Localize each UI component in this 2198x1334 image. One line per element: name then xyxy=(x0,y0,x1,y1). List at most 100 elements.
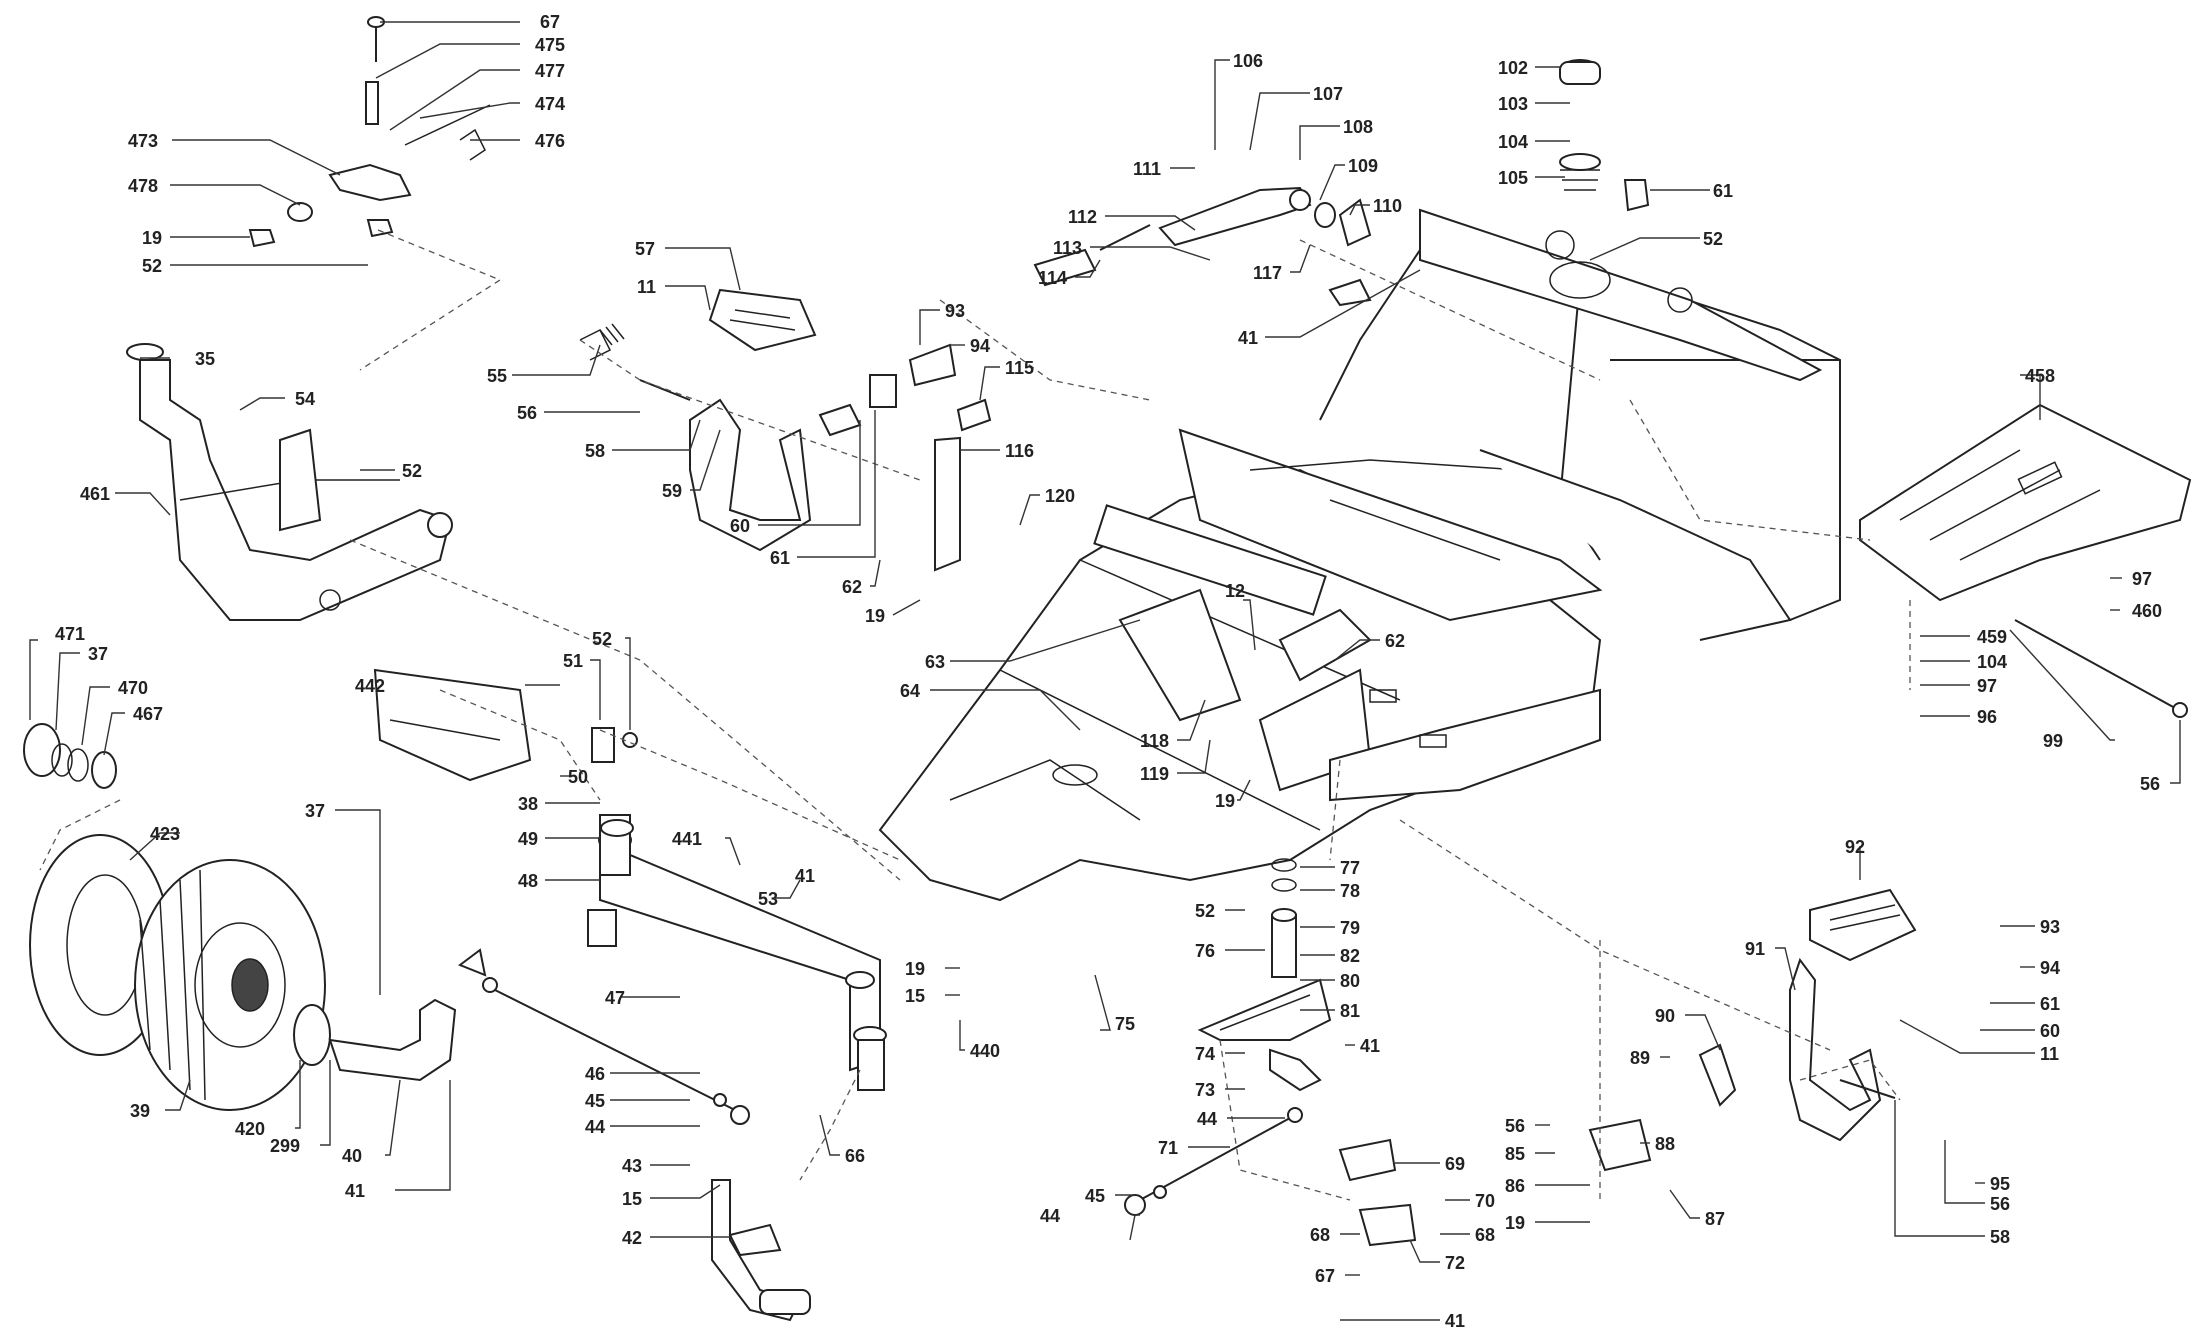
callout-52: 52 xyxy=(142,256,162,276)
callout-77: 77 xyxy=(1340,858,1360,878)
callout-458: 458 xyxy=(2025,366,2055,386)
callout-61: 61 xyxy=(1713,181,1733,201)
callout-50: 50 xyxy=(568,767,588,787)
callout-474: 474 xyxy=(535,94,565,114)
callout-109: 109 xyxy=(1348,156,1378,176)
callout-90: 90 xyxy=(1655,1006,1675,1026)
callout-56: 56 xyxy=(1990,1194,2010,1214)
callout-442: 442 xyxy=(355,676,385,696)
callout-41: 41 xyxy=(795,866,815,886)
callout-62: 62 xyxy=(842,577,862,597)
dashed-connectors xyxy=(39,229,1911,1201)
callout-461: 461 xyxy=(80,484,110,504)
callout-460: 460 xyxy=(2132,601,2162,621)
part-drawings xyxy=(23,16,2192,1322)
callout-15: 15 xyxy=(622,1189,642,1209)
callout-440: 440 xyxy=(970,1041,1000,1061)
callout-68: 68 xyxy=(1475,1225,1495,1245)
callout-110: 110 xyxy=(1373,196,1402,216)
callout-58: 58 xyxy=(585,441,605,461)
callout-52: 52 xyxy=(402,461,422,481)
callout-114: 114 xyxy=(1038,268,1067,288)
callout-97: 97 xyxy=(2132,569,2152,589)
callout-103: 103 xyxy=(1498,94,1528,114)
callout-120: 120 xyxy=(1045,486,1075,506)
callout-441: 441 xyxy=(672,829,702,849)
callout-49: 49 xyxy=(518,829,538,849)
switch-assembly xyxy=(818,343,992,572)
left-pedal xyxy=(579,288,817,552)
callout-94: 94 xyxy=(2040,958,2060,978)
callout-475: 475 xyxy=(535,35,565,55)
callout-97: 97 xyxy=(1977,676,1997,696)
callout-52: 52 xyxy=(1195,901,1215,921)
callout-93: 93 xyxy=(945,301,965,321)
callout-56: 56 xyxy=(1505,1116,1525,1136)
callout-71: 71 xyxy=(1158,1138,1178,1158)
callout-81: 81 xyxy=(1340,1001,1360,1021)
callout-61: 61 xyxy=(2040,994,2060,1014)
steering-sector xyxy=(1197,858,1332,1092)
callout-99: 99 xyxy=(2043,731,2063,751)
callout-48: 48 xyxy=(518,871,538,891)
callout-19: 19 xyxy=(865,606,885,626)
right-pedal xyxy=(1698,888,1917,1142)
callout-75: 75 xyxy=(1115,1014,1135,1034)
front-wheel xyxy=(23,723,457,1111)
chassis-frame xyxy=(878,208,1841,902)
callout-53: 53 xyxy=(758,889,778,909)
callout-39: 39 xyxy=(130,1101,150,1121)
callout-106: 106 xyxy=(1233,51,1263,71)
front-bumper xyxy=(126,343,453,621)
callout-61: 61 xyxy=(770,548,790,568)
callout-78: 78 xyxy=(1340,881,1360,901)
callout-44: 44 xyxy=(585,1117,605,1137)
callout-470: 470 xyxy=(118,678,148,698)
callout-40: 40 xyxy=(342,1146,362,1166)
callout-51: 51 xyxy=(563,651,583,671)
callout-60: 60 xyxy=(2040,1021,2060,1041)
callout-15: 15 xyxy=(905,986,925,1006)
callout-43: 43 xyxy=(622,1156,642,1176)
callout-42: 42 xyxy=(622,1228,642,1248)
callout-93: 93 xyxy=(2040,917,2060,937)
callout-69: 69 xyxy=(1445,1154,1465,1174)
callout-108: 108 xyxy=(1343,117,1373,137)
callout-52: 52 xyxy=(1703,229,1723,249)
front-axle xyxy=(373,668,887,1091)
callout-116: 116 xyxy=(1005,441,1034,461)
callout-68: 68 xyxy=(1310,1225,1330,1245)
callout-113: 113 xyxy=(1053,238,1082,258)
leader-lines xyxy=(29,21,2181,1321)
callout-95: 95 xyxy=(1990,1174,2010,1194)
callout-112: 112 xyxy=(1068,207,1097,227)
callout-111: 111 xyxy=(1133,159,1161,179)
callout-60: 60 xyxy=(730,516,750,536)
callout-58: 58 xyxy=(1990,1227,2010,1247)
callout-87: 87 xyxy=(1705,1209,1725,1229)
callout-80: 80 xyxy=(1340,971,1360,991)
brackets xyxy=(1338,1118,1652,1247)
callout-54: 54 xyxy=(295,389,315,409)
callout-102: 102 xyxy=(1498,58,1528,78)
steering-arm xyxy=(711,1179,811,1322)
rear-plate xyxy=(1859,403,2192,602)
callout-67: 67 xyxy=(540,12,560,32)
callout-423: 423 xyxy=(150,824,180,844)
callout-467: 467 xyxy=(133,704,163,724)
callout-478: 478 xyxy=(128,176,158,196)
callout-107: 107 xyxy=(1313,84,1343,104)
callout-44: 44 xyxy=(1040,1206,1060,1226)
callout-41: 41 xyxy=(1445,1311,1465,1331)
callout-19: 19 xyxy=(1215,791,1235,811)
callout-11: 11 xyxy=(2040,1044,2059,1064)
callout-91: 91 xyxy=(1745,939,1765,959)
callout-37: 37 xyxy=(88,644,108,664)
top-bracket xyxy=(248,16,491,248)
callout-104: 104 xyxy=(1498,132,1528,152)
callout-52: 52 xyxy=(592,629,612,649)
callout-105: 105 xyxy=(1498,168,1528,188)
callout-118: 118 xyxy=(1140,731,1169,751)
callout-67: 67 xyxy=(1315,1266,1335,1286)
callout-63: 63 xyxy=(925,652,945,672)
